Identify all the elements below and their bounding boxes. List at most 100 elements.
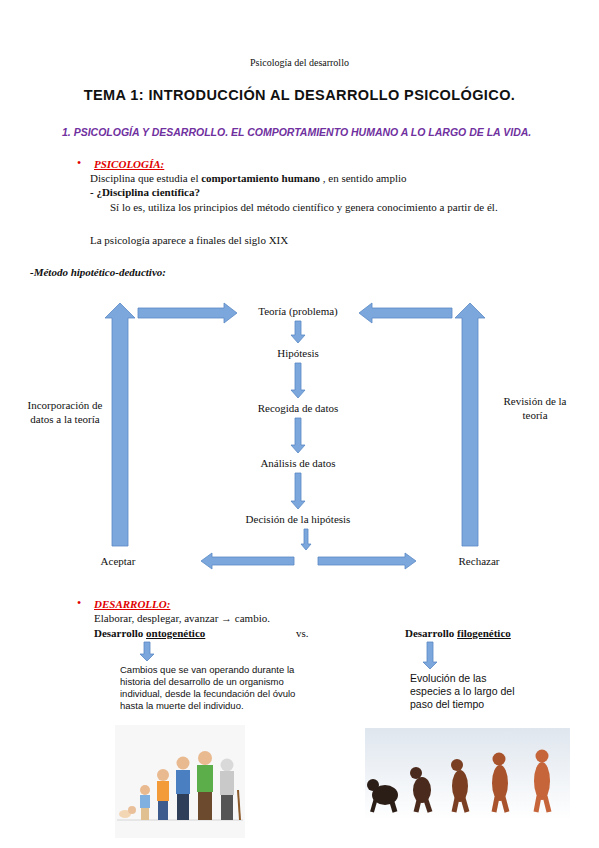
bullet: • [77,596,81,610]
baby-head [128,806,136,814]
child-head [140,785,150,795]
hominid-head [410,767,422,779]
arrow-shape [359,303,452,323]
node-label-part: ontogenético [146,627,205,639]
running-header: Psicología del desarrollo [0,56,599,70]
outcome-text: Rechazar [424,554,534,568]
definition-text: Cambios que se van operando durante la h… [120,664,315,712]
definition-text: Evolución de las especies a lo largo del… [410,672,528,711]
human-growth-illustration [115,725,245,838]
node-label: Decisión de la hipótesis [246,513,351,525]
flow-arrow [318,553,416,569]
topic-heading: PSICOLOGÍA: [94,157,164,171]
node-label: Desarrollo [94,627,143,639]
teen-legs [158,801,168,820]
flow-arrow [291,363,305,398]
human-leg [536,796,539,812]
node-label: Hipótesis [277,347,319,359]
young-head [177,757,190,770]
elder-cane [238,790,240,820]
young-torso [176,770,190,794]
node-label: Aceptar [101,555,136,567]
step-text: Análisis de datos [243,456,353,470]
page-title: TEMA 1: INTRODUCCIÓN AL DESARROLLO PSICO… [0,88,599,102]
arrow-shape [301,529,311,550]
node-label: Recogida de datos [258,402,339,414]
section-heading: 1. PSICOLOGÍA Y DESARROLLO. EL COMPORTAM… [62,126,542,139]
hominid-leg [463,798,467,812]
arrow-shape [138,303,237,323]
arrow-shape [423,642,437,669]
arrow-shape [140,642,154,661]
concept-term: Desarrollofilogenético [405,626,545,640]
human-head [536,750,549,763]
flow-arrow [201,529,311,569]
outcome-text: Aceptar [43,554,193,568]
arrow-shape [291,363,305,398]
ape-head [367,779,379,791]
arrow-shape [318,553,416,569]
body-text: Elaborar, desplegar, avanzar → cambio. [94,611,270,625]
node-label-part: filogenético [457,627,511,639]
node-label: Rechazar [459,555,500,567]
hominid-head [493,753,506,766]
arrow-shape [105,303,135,546]
flow-arrow [291,473,305,509]
flow-arrow [140,642,154,661]
hominid-body [492,765,508,801]
method-heading: -Método hipotético-deductivo: [30,265,166,279]
arrow-shape [291,473,305,509]
topic-heading: DESARROLLO: [94,597,170,611]
hominid-leg [494,797,497,812]
elder-torso [220,771,234,795]
hominid-body [452,770,468,802]
hominid-leg [454,798,457,812]
adult-torso [197,765,213,792]
arrow-shape [455,303,485,546]
child-torso [140,795,150,808]
flow-arrow [423,642,437,669]
body-text: Sí lo es, utiliza los principios del mét… [110,200,538,214]
step-text: Teoría (problema) [243,304,353,318]
node-label: Análisis de datos [260,457,335,469]
body-text: La psicología aparece a finales del sigl… [90,233,288,247]
adult-legs [198,792,212,820]
hominid-leg [426,800,430,812]
step-text: Recogida de datos [238,401,358,415]
teen-head [157,769,169,781]
bullet: • [77,156,81,170]
node-label: Desarrollo [405,627,454,639]
ape-arm [372,798,376,812]
step-text: Hipótesis [258,346,338,360]
edge-label: Incorporación de datos a la teoría [22,398,108,426]
arrow-shape [291,418,305,453]
elder-legs [221,795,233,820]
ape-leg [392,802,395,812]
hominid-body [413,777,431,803]
step-text: Decisión de la hipótesis [228,512,368,526]
hominid-leg [503,797,507,812]
evolution-illustration [365,728,570,820]
versus-text: vs. [296,626,309,640]
node-label: Evolución de las especies a lo largo del… [410,672,514,710]
young-legs [177,794,189,820]
arrow-shape [201,553,294,569]
node-label: Teoría (problema) [258,305,338,317]
node-label: Cambios que se van operando durante la h… [120,664,295,711]
edge-label: Revisión de la teoría [490,394,580,422]
arrow-shape [291,321,305,343]
question-line: - ¿Disciplina científica? [90,185,200,199]
adult-head [198,751,212,765]
body-text: Disciplina que estudia el [90,172,198,184]
hominid-leg [416,800,419,812]
flow-arrow [291,321,305,343]
human-body [534,762,550,800]
flow-arrow [359,303,485,546]
concept-term: Desarrolloontogenético [94,626,254,640]
elder-head [221,759,234,772]
body-text: , en sentido amplio [323,172,407,184]
human-leg [545,796,549,812]
hominid-head [451,759,463,771]
child-legs [141,808,149,820]
